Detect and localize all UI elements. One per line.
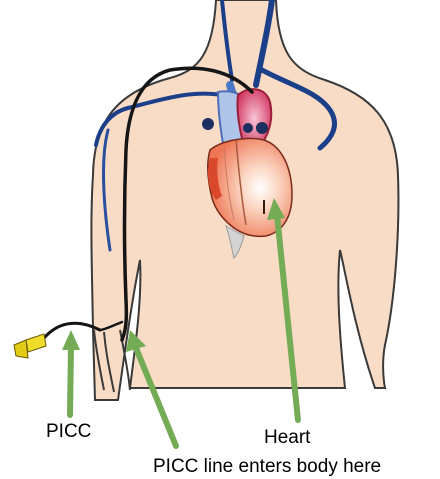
vessel-node [256,122,268,134]
entry-point-label: PICC line enters body here [153,457,381,476]
picc-arrowhead [62,330,80,350]
vessel-node [243,123,253,133]
picc-label: PICC [46,422,91,441]
picc-arrow [70,345,71,415]
picc-connector [14,334,46,358]
heart-label: Heart [264,428,310,447]
vessel-node [202,118,214,130]
